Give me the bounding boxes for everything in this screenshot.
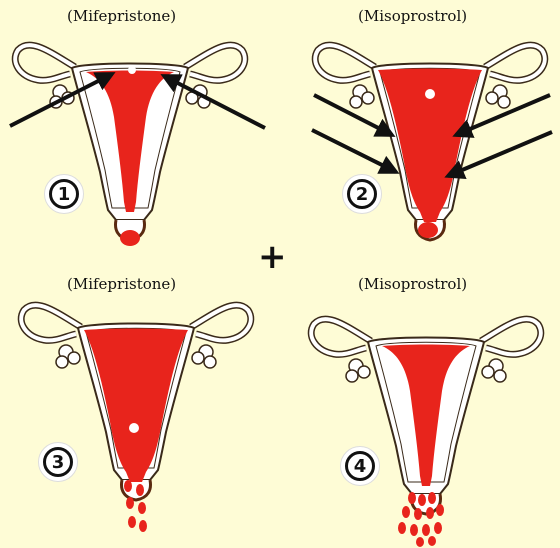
step-number-3: 3 xyxy=(43,447,73,477)
step-badge-3: 3 xyxy=(38,442,78,482)
step-number-1: 1 xyxy=(49,179,79,209)
caption-panel-1: (Mifepristone) xyxy=(67,7,176,25)
uterus-panel-4 xyxy=(311,319,541,514)
caption-panel-2: (Misoprostrol) xyxy=(358,7,467,25)
caption-panel-3: (Mifepristone) xyxy=(67,275,176,293)
arrow-b-2 xyxy=(312,130,396,172)
step-number-4: 4 xyxy=(345,451,375,481)
plus-sign: + xyxy=(258,240,287,274)
step-badge-2: 2 xyxy=(342,174,382,214)
uterus-panel-1 xyxy=(15,45,245,246)
step-badge-1: 1 xyxy=(44,174,84,214)
step-number-2: 2 xyxy=(347,179,377,209)
uterus-panel-2 xyxy=(315,45,545,240)
caption-panel-4: (Misoprostrol) xyxy=(358,275,467,293)
step-badge-4: 4 xyxy=(340,446,380,486)
